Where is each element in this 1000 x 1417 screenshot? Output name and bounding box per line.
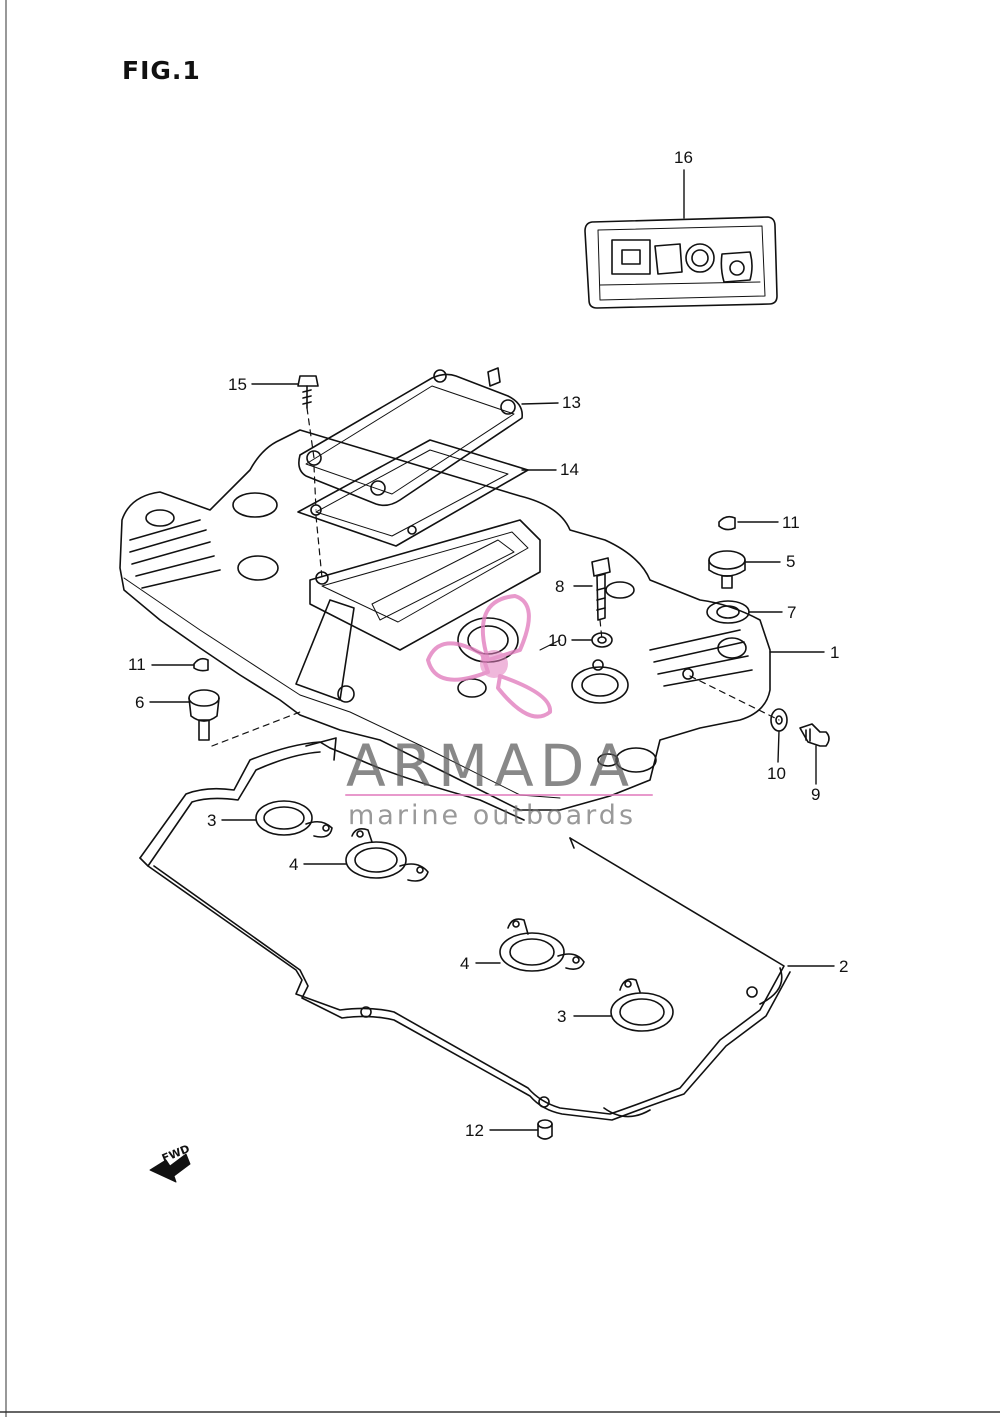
- part-number-14: 14: [560, 460, 579, 479]
- part-number-11-right: 11: [782, 513, 800, 532]
- plug-hole-gasket-lower-2: [610, 978, 674, 1032]
- part-number-12: 12: [465, 1121, 484, 1140]
- plug-cap-left: [193, 657, 209, 672]
- dowel-pin: [537, 1119, 553, 1140]
- plug-hole-gasket-upper: [255, 800, 333, 838]
- plug-hole-gasket-lower: [499, 918, 585, 972]
- part-number-16: 16: [674, 148, 693, 167]
- part-number-8: 8: [555, 577, 565, 596]
- damper-bolt-left: [188, 689, 220, 741]
- part-number-2: 2: [839, 957, 849, 976]
- watermark-tagline: marine outboards: [348, 800, 637, 831]
- alignment-lines: [211, 407, 780, 747]
- breather-gasket: [297, 439, 529, 547]
- head-cover-gasket: [139, 737, 791, 1121]
- gasket-set-bag: [584, 216, 778, 309]
- part-number-5: 5: [786, 552, 796, 571]
- part-number-10-center: 10: [548, 631, 567, 650]
- part-number-15: 15: [228, 375, 247, 394]
- part-number-9: 9: [811, 785, 821, 804]
- part-number-4-upper: 4: [289, 855, 299, 874]
- watermark-brand: ARMADA: [346, 732, 636, 800]
- figure-title: FIG.1: [122, 56, 201, 85]
- part-number-13: 13: [562, 393, 581, 412]
- part-number-4-lower: 4: [460, 954, 470, 973]
- part-number-1: 1: [830, 643, 840, 662]
- leader-lines: [149, 169, 835, 1131]
- part-number-3-lower: 3: [557, 1007, 567, 1026]
- plug-cap-right: [718, 515, 736, 531]
- long-bolt: [591, 557, 611, 621]
- small-bolt: [799, 723, 830, 747]
- bolt-top: [297, 375, 319, 409]
- watermark-propeller-icon: [426, 594, 553, 719]
- part-number-11-left: 11: [128, 655, 146, 674]
- part-number-7: 7: [787, 603, 797, 622]
- breather-cover: [298, 367, 524, 507]
- part-number-6: 6: [135, 693, 145, 712]
- damper-bolt-right: [708, 550, 746, 589]
- cylinder-head-cover: [119, 429, 771, 811]
- plug-hole-gasket-upper-2: [345, 828, 429, 882]
- part-number-10-right: 10: [767, 764, 786, 783]
- fwd-arrow-icon: [149, 1153, 191, 1183]
- part-number-3-upper: 3: [207, 811, 217, 830]
